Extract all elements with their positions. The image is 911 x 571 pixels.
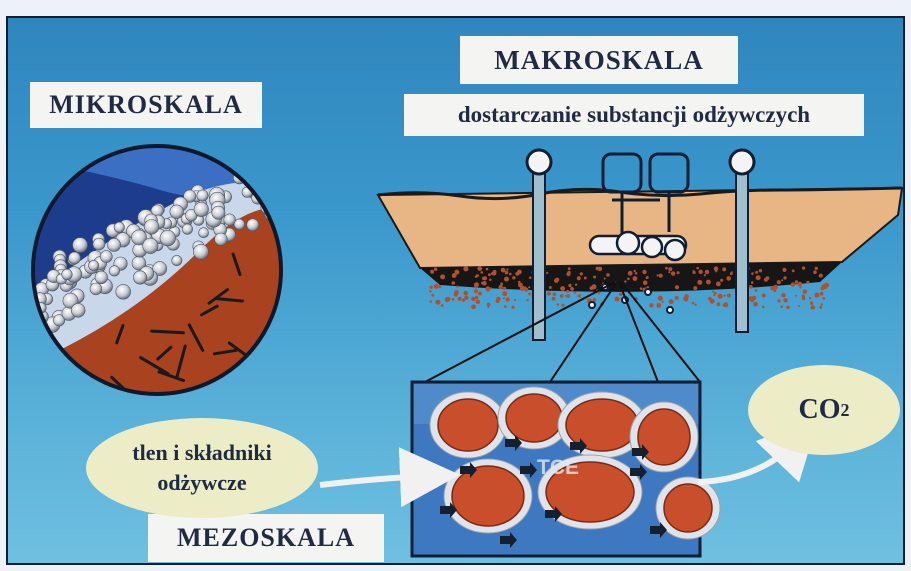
micro-view-icon xyxy=(30,144,300,420)
co2-ellipse: CO2 xyxy=(748,365,900,455)
input-ellipse: tlen i składniki odżywcze xyxy=(86,418,318,518)
input-label-line2: odżywcze xyxy=(157,468,246,498)
macro-site-icon xyxy=(378,150,902,382)
meso-view-icon: TCE xyxy=(412,382,720,556)
label-nutrient-delivery: dostarczanie substancji odżywczych xyxy=(404,94,864,136)
tce-label: TCE xyxy=(537,456,579,479)
co2-subscript: 2 xyxy=(841,400,850,421)
label-mikroskala: MIKROSKALA xyxy=(30,82,262,128)
co2-label: CO xyxy=(799,394,841,426)
label-mezoskala: MEZOSKALA xyxy=(148,514,384,562)
input-label-line1: tlen i składniki xyxy=(132,438,271,468)
label-makroskala: MAKROSKALA xyxy=(460,36,738,84)
